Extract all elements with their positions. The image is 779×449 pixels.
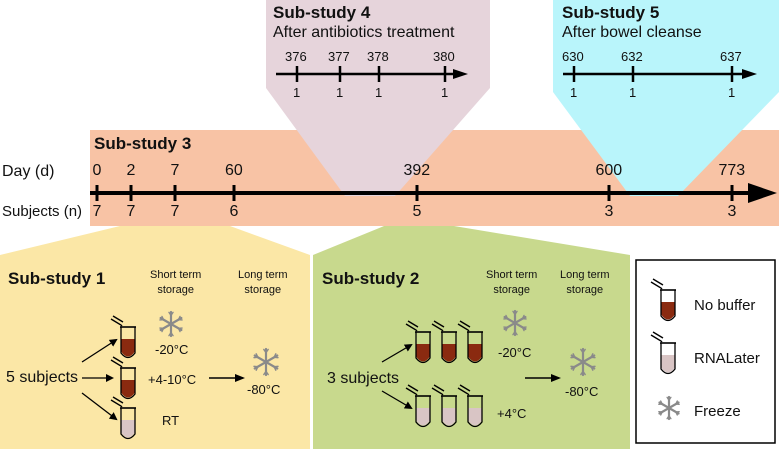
legend-rnalater-label: RNALater [694, 350, 760, 367]
substudy4-day-label: 378 [367, 49, 389, 64]
main-day-label: 60 [225, 162, 243, 179]
substudy5-timeline-arrowhead [742, 69, 757, 79]
ss2-long-term-freeze-icon [570, 347, 596, 377]
main-subjects-label: 7 [92, 203, 102, 220]
subjects-axis-label: Subjects (n) [2, 203, 83, 220]
ss1-temp-rt: RT [162, 413, 180, 428]
ss2-long-temp: -80°C [565, 384, 599, 399]
substudy4-subjects-label: 1 [441, 85, 449, 100]
substudy5-title: Sub-study 5 [562, 3, 660, 22]
substudy5-subjects-label: 1 [629, 85, 637, 100]
ss2-freeze-icon [503, 309, 527, 337]
substudy1-short-term-label: Short term storage [150, 269, 202, 296]
substudy2-long-term-label: Long term storage [560, 269, 610, 296]
substudy4-region [266, 0, 490, 196]
substudy5-subjects-label: 1 [728, 85, 736, 100]
ss1-tube-rnalater [110, 396, 136, 440]
substudy2-subjects: 3 subjects [327, 370, 400, 387]
substudy5-day-label: 630 [562, 49, 584, 64]
ss2-tube-no-buffer [431, 320, 457, 364]
ss2-tube-no-buffer [405, 320, 431, 364]
ss1-long-term-freeze-icon [253, 347, 279, 377]
ss2-temp-minus20: -20°C [498, 345, 532, 360]
substudy4-day-label: 377 [328, 49, 350, 64]
substudy2-title: Sub-study 2 [322, 269, 420, 288]
main-subjects-label: 6 [229, 203, 239, 220]
substudy1-long-term-label: Long term storage [238, 269, 288, 296]
substudy4-subjects-label: 1 [293, 85, 301, 100]
ss2-arrow-to-tubes-top [381, 343, 413, 363]
main-subjects-label: 3 [604, 203, 614, 220]
main-subjects-label: 5 [412, 203, 422, 220]
legend-freeze-label: Freeze [694, 403, 741, 420]
main-subjects-label: 7 [170, 203, 180, 220]
substudy4-day-label: 376 [285, 49, 307, 64]
main-day-label: 0 [92, 162, 102, 179]
ss1-arrow-to-tube-1 [81, 338, 118, 363]
main-day-label: 392 [403, 162, 431, 179]
ss1-temp-minus20: -20°C [155, 342, 189, 357]
legend-no-buffer-label: No buffer [694, 297, 756, 314]
day-axis-label: Day (d) [2, 163, 55, 180]
substudy4-title: Sub-study 4 [273, 3, 371, 22]
ss1-temp-4-10: +4-10°C [148, 372, 197, 387]
ss2-arrow-to-tubes-bottom [381, 390, 413, 410]
substudy5-day-label: 632 [621, 49, 643, 64]
ss2-tube-no-buffer [457, 320, 483, 364]
main-subjects-label: 3 [727, 203, 737, 220]
ss2-tube-rnalater [405, 384, 431, 428]
ss2-tube-rnalater [431, 384, 457, 428]
substudy4-subjects-label: 1 [336, 85, 344, 100]
substudy5-region [553, 0, 779, 196]
ss2-temp-plus4: +4°C [497, 406, 527, 421]
legend-no-buffer-tube [650, 278, 676, 322]
ss1-tube-no-buffer [110, 356, 136, 400]
substudy1-region [0, 226, 310, 449]
legend-freeze-icon [658, 395, 680, 421]
main-timeline-arrowhead [748, 183, 777, 203]
main-day-label: 600 [595, 162, 623, 179]
legend-rnalater-tube [650, 331, 676, 375]
ss1-arrow-to-tube-3 [81, 392, 118, 421]
substudy5-subjects-label: 1 [570, 85, 578, 100]
ss1-tube-no-buffer [110, 315, 136, 359]
main-day-label: 7 [170, 162, 180, 179]
main-day-label: 2 [126, 162, 136, 179]
substudy2-short-term-label: Short term storage [486, 269, 538, 296]
substudy2-region [313, 226, 630, 449]
substudy4-day-label: 380 [433, 49, 455, 64]
main-day-label: 773 [718, 162, 746, 179]
substudy4-timeline-arrowhead [453, 69, 468, 79]
substudy4-subjects-label: 1 [375, 85, 383, 100]
substudy3-title: Sub-study 3 [94, 134, 192, 153]
ss1-long-temp: -80°C [247, 382, 281, 397]
main-subjects-label: 7 [126, 203, 136, 220]
substudy5-subtitle: After bowel cleanse [562, 24, 702, 41]
substudy1-title: Sub-study 1 [8, 269, 106, 288]
substudy1-subjects: 5 subjects [6, 369, 79, 386]
ss1-freeze-icon [159, 310, 183, 338]
substudy4-subtitle: After antibiotics treatment [273, 24, 455, 41]
ss2-tube-rnalater [457, 384, 483, 428]
substudy5-day-label: 637 [720, 49, 742, 64]
